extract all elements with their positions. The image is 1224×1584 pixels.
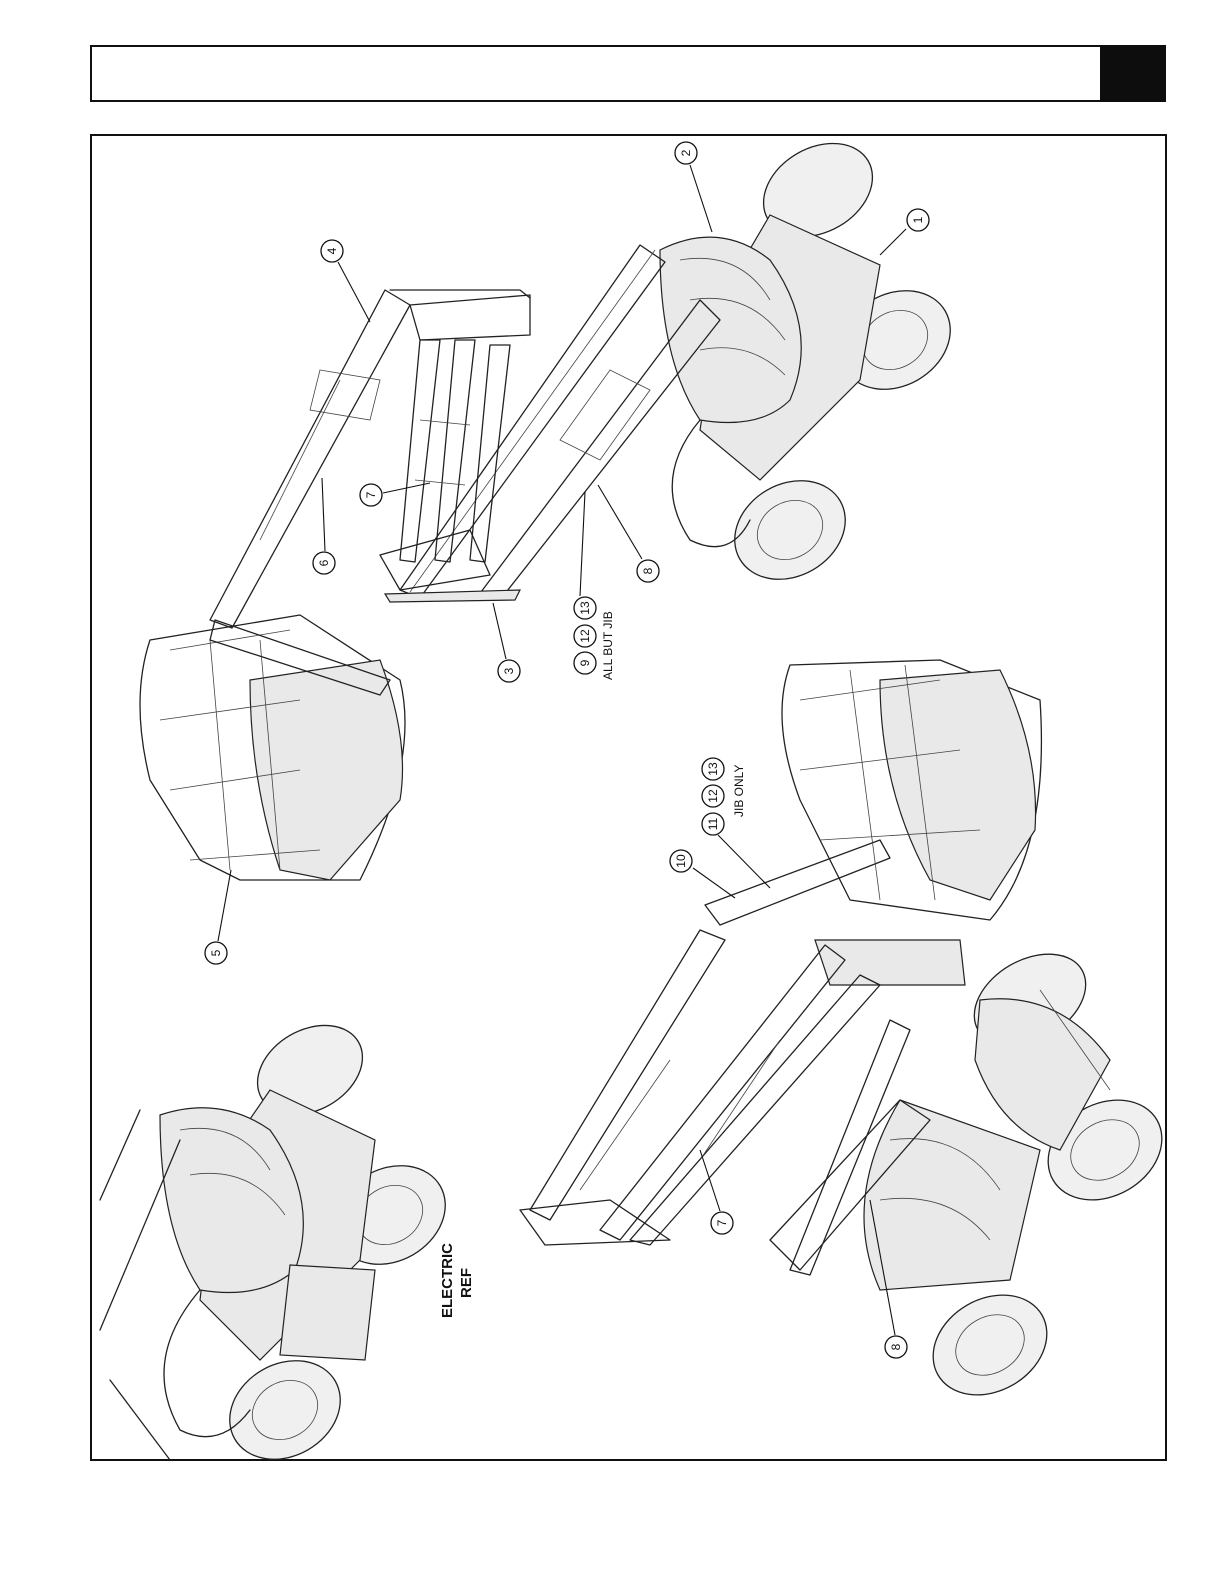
callout-label: 3 xyxy=(502,667,516,674)
callout-label: 4 xyxy=(325,247,339,254)
machine-electric-ref xyxy=(100,1007,463,1478)
callout-10: 10 xyxy=(670,850,735,898)
machine-top-view xyxy=(140,125,968,880)
callout-5: 5 xyxy=(205,870,231,964)
note-jib-only: JIB ONLY xyxy=(732,765,746,817)
callout-1: 1 xyxy=(880,209,929,255)
callout-label: 7 xyxy=(715,1219,729,1226)
callout-6: 6 xyxy=(313,478,335,574)
callout-label: 11 xyxy=(706,817,720,830)
machine-jib-view xyxy=(520,660,1180,1415)
svg-text:REF: REF xyxy=(458,1268,475,1298)
turntable xyxy=(864,1100,1040,1290)
callout-label: 6 xyxy=(317,559,331,566)
callout-label: 7 xyxy=(364,491,378,498)
callout-label: 8 xyxy=(889,1343,903,1350)
callout-group-jib-only: 11 12 13 JIB ONLY xyxy=(702,758,770,888)
electric-ref-label: ELECTRIC REF xyxy=(439,1243,475,1318)
callout-label: 2 xyxy=(679,149,693,156)
boom-tip-plate xyxy=(815,940,965,985)
callout-7b: 7 xyxy=(700,1150,733,1234)
callout-label: 1 xyxy=(911,216,925,223)
wheel xyxy=(717,461,863,599)
note-all-but-jib: ALL BUT JIB xyxy=(601,611,615,680)
callout-group-all-but-jib: 9 12 13 ALL BUT JIB xyxy=(574,492,615,680)
callout-2: 2 xyxy=(675,142,712,232)
callout-label: 13 xyxy=(578,601,592,615)
callout-label: 9 xyxy=(578,659,592,666)
callout-8a: 8 xyxy=(598,485,659,582)
callout-4: 4 xyxy=(321,240,370,322)
platform-floor xyxy=(250,660,403,880)
callout-label: 5 xyxy=(209,949,223,956)
callout-label: 8 xyxy=(641,567,655,574)
platform-floor xyxy=(880,670,1036,900)
callout-7a: 7 xyxy=(360,483,430,506)
battery-box xyxy=(280,1265,375,1360)
callout-3: 3 xyxy=(493,603,520,682)
wheel xyxy=(915,1275,1065,1415)
callout-label: 12 xyxy=(578,629,592,643)
callout-label: 12 xyxy=(706,789,720,803)
callout-label: 13 xyxy=(706,762,720,776)
wheel xyxy=(212,1341,358,1479)
svg-text:ELECTRIC: ELECTRIC xyxy=(439,1243,456,1318)
callout-label: 10 xyxy=(674,854,688,868)
